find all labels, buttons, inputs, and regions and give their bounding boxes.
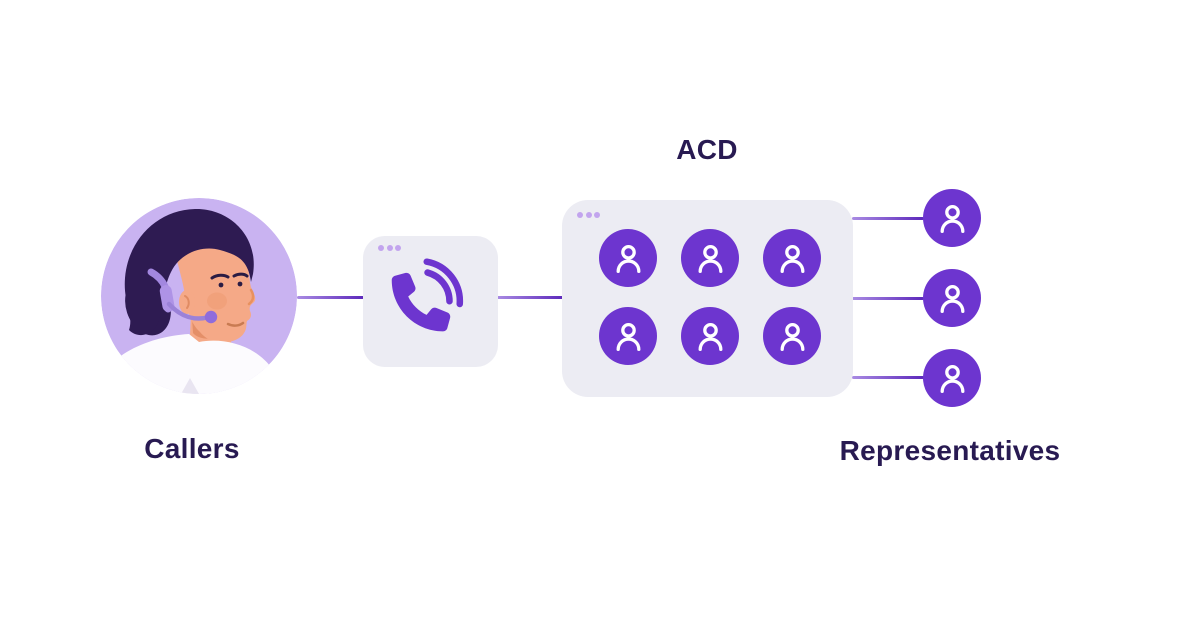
agent-avatar: [923, 349, 981, 407]
person-icon: [616, 322, 640, 351]
caller-avatar-illustration: [101, 198, 297, 394]
connector-caller-to-phone: [297, 296, 364, 299]
acd-title: ACD: [676, 134, 738, 165]
connector-phone-to-acd: [497, 296, 564, 299]
person-icon: [940, 284, 964, 313]
phone-ringing-icon: [391, 258, 464, 332]
window-dots-icon: [378, 245, 401, 251]
headset-mic: [204, 310, 218, 324]
connector-acd-to-rep-2: [852, 297, 924, 300]
agent-avatar: [923, 269, 981, 327]
agent-avatar: [681, 229, 739, 287]
person-icon: [940, 204, 964, 233]
acd-agent-grid: [599, 229, 821, 365]
person-icon: [616, 244, 640, 273]
connector-acd-to-rep-3: [852, 376, 924, 379]
person-icon: [698, 244, 722, 273]
agent-avatar: [763, 307, 821, 365]
agent-avatar: [763, 229, 821, 287]
acd-card: [562, 200, 853, 397]
representatives-column: [923, 189, 981, 407]
person-icon: [780, 322, 804, 351]
person-icon: [940, 364, 964, 393]
agent-avatar: [599, 307, 657, 365]
person-icon: [698, 322, 722, 351]
agent-avatar: [681, 307, 739, 365]
agent-avatar: [599, 229, 657, 287]
callers-label: Callers: [144, 433, 240, 464]
agent-avatar: [923, 189, 981, 247]
window-dots-icon: [577, 212, 600, 218]
connector-acd-to-rep-1: [852, 217, 924, 220]
phone-card: [363, 236, 498, 367]
representatives-label: Representatives: [839, 435, 1061, 466]
person-icon: [780, 244, 804, 273]
